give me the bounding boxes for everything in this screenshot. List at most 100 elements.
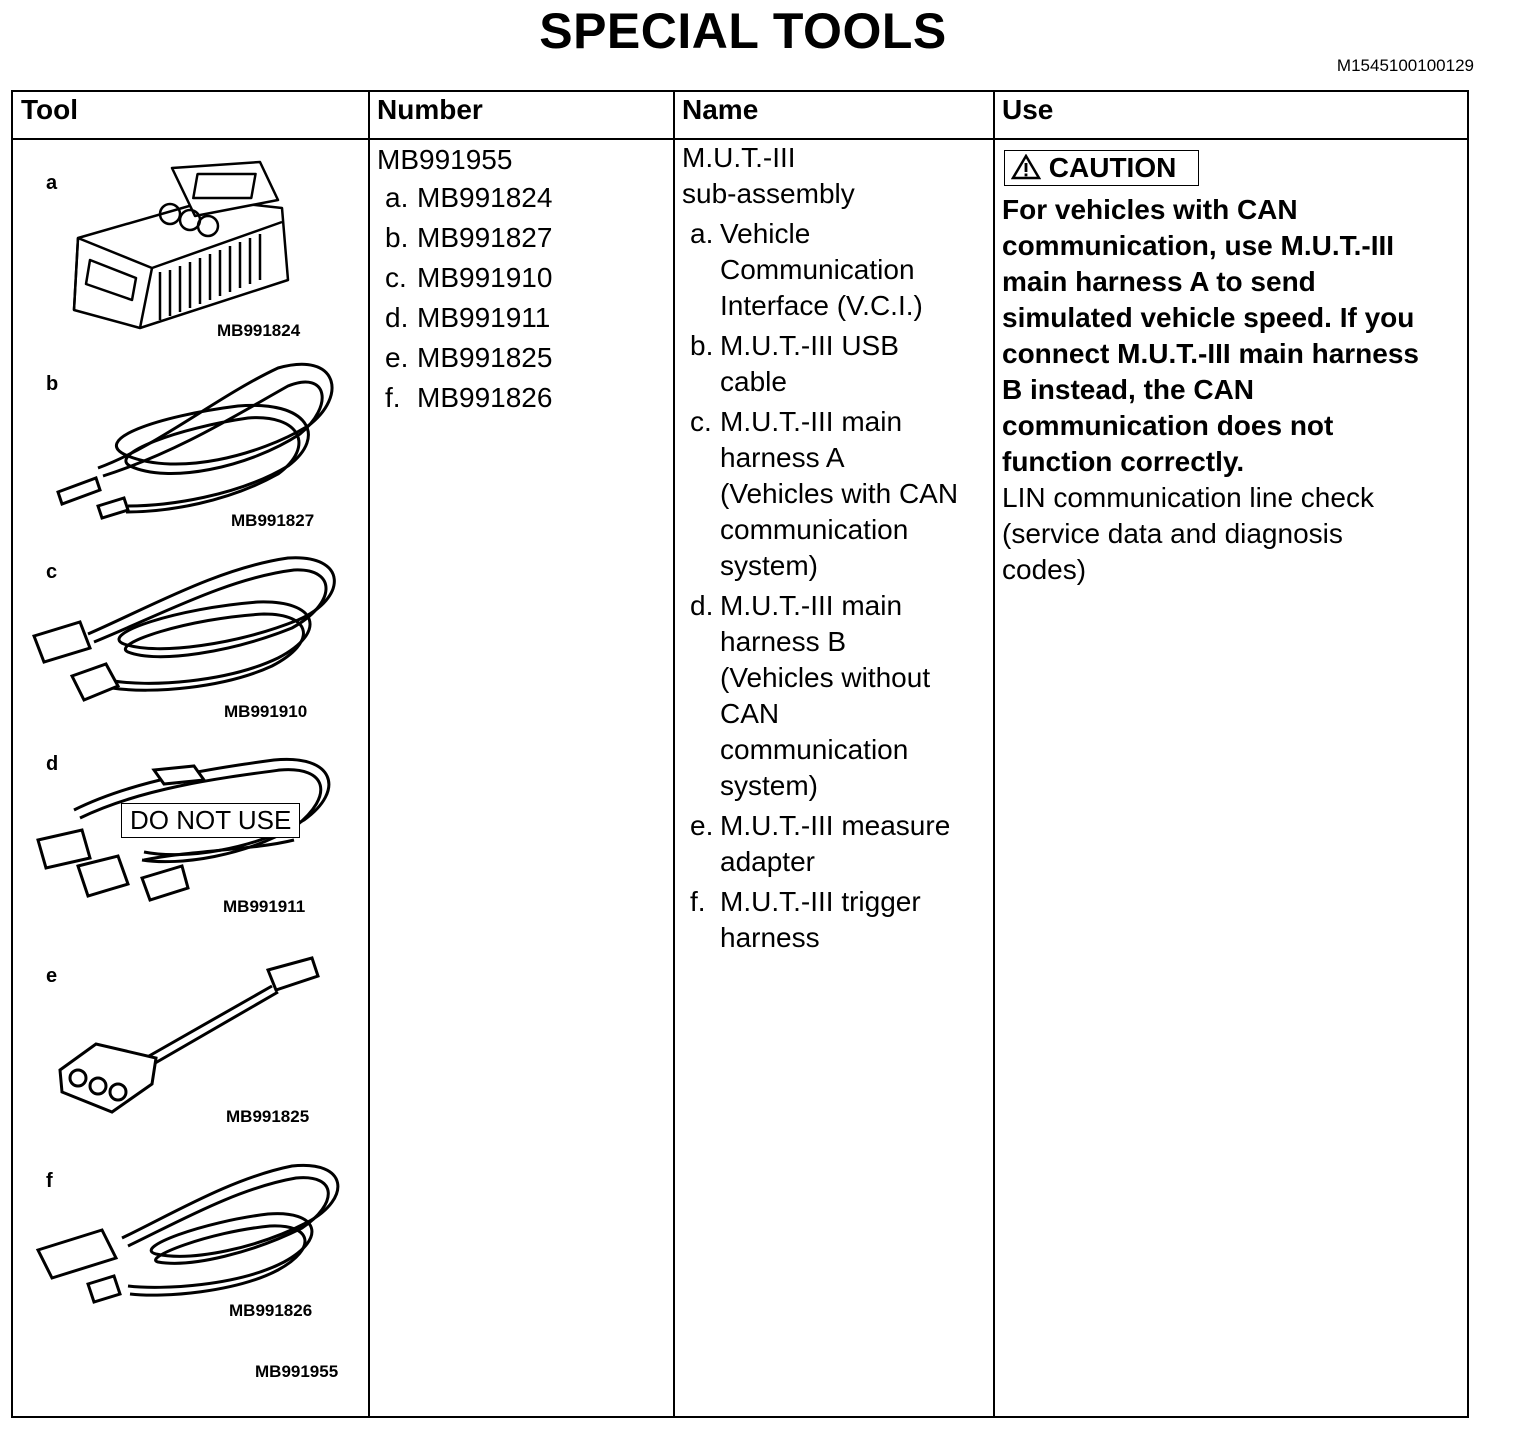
item-line: M.U.T.-III trigger xyxy=(720,886,921,917)
item-letter: b. xyxy=(690,330,714,361)
item-line: M.U.T.-III main xyxy=(720,406,903,437)
item-value: MB991825 xyxy=(417,342,553,373)
caution-line: simulated vehicle speed. If you xyxy=(1002,302,1415,333)
number-item: f. MB991826 xyxy=(385,378,552,418)
item-line: CAN xyxy=(720,698,780,729)
document-id: M1545100100129 xyxy=(1336,56,1474,75)
tool-letter: f xyxy=(46,1170,53,1192)
tool-letter: a xyxy=(46,172,58,194)
tool-letter: d xyxy=(46,753,59,775)
use-line: codes) xyxy=(1002,554,1087,585)
header-number: Number xyxy=(377,94,483,125)
tool-set-code: MB991955 xyxy=(255,1362,339,1381)
caution-line: communication does not xyxy=(1002,410,1334,441)
tool-code: MB991824 xyxy=(217,321,301,340)
tool-code: MB991826 xyxy=(229,1301,313,1320)
caution-line: connect M.U.T.-III main harness xyxy=(1002,338,1419,369)
caution-line: B instead, the CAN xyxy=(1002,374,1255,405)
number-main: MB991955 xyxy=(377,144,513,175)
do-not-use-label: DO NOT USE xyxy=(121,803,301,838)
number-item: b. MB991827 xyxy=(385,218,552,258)
item-letter: f. xyxy=(385,382,401,413)
item-line: system) xyxy=(720,550,818,581)
item-line: communication xyxy=(720,514,909,545)
name-item: e. M.U.T.-III measure adapter xyxy=(690,808,992,880)
column-divider xyxy=(368,92,370,1416)
tool-code: MB991911 xyxy=(223,897,306,916)
column-divider xyxy=(993,92,995,1416)
number-item: e. MB991825 xyxy=(385,338,552,378)
item-value: MB991824 xyxy=(417,182,553,213)
item-line: Communication xyxy=(720,254,915,285)
item-line: system) xyxy=(720,770,818,801)
number-item: a. MB991824 xyxy=(385,178,552,218)
name-item: f. M.U.T.-III trigger harness xyxy=(690,884,992,956)
use-line: (service data and diagnosis xyxy=(1002,518,1343,549)
item-line: harness B xyxy=(720,626,847,657)
tool-code: MB991910 xyxy=(224,702,308,721)
tool-letter: b xyxy=(46,373,59,395)
item-value: MB991911 xyxy=(417,302,551,333)
main-harness-b-illustration xyxy=(36,757,331,902)
item-letter: b. xyxy=(385,222,409,253)
item-letter: d. xyxy=(385,302,409,333)
name-main-line: M.U.T.-III xyxy=(682,142,796,173)
item-line: adapter xyxy=(720,846,815,877)
header-use: Use xyxy=(1002,94,1054,125)
use-cell: CAUTION For vehicles with CAN communicat… xyxy=(1002,140,1467,588)
special-tools-table: Tool Number Name Use MB991955 a. MB991824… xyxy=(11,90,1469,1418)
name-main-line: sub-assembly xyxy=(682,178,855,209)
main-harness-a-illustration xyxy=(32,556,336,702)
item-line: Interface (V.C.I.) xyxy=(720,290,923,321)
item-letter: f. xyxy=(690,886,706,917)
item-value: MB991910 xyxy=(417,262,553,293)
trigger-harness-illustration xyxy=(35,1163,340,1304)
item-line: (Vehicles with CAN xyxy=(720,478,959,509)
page-title: SPECIAL TOOLS xyxy=(539,3,947,59)
caution-line: For vehicles with CAN xyxy=(1002,194,1298,225)
item-letter: c. xyxy=(385,262,407,293)
name-item: c. M.U.T.-III main harness A (Vehicles wit… xyxy=(690,404,992,584)
column-divider xyxy=(673,92,675,1416)
number-item: c. MB991910 xyxy=(385,258,552,298)
item-line: M.U.T.-III main xyxy=(720,590,903,621)
caution-text: CAUTION xyxy=(1048,152,1177,183)
caution-line: communication, use M.U.T.-III xyxy=(1002,230,1395,261)
item-letter: e. xyxy=(385,342,409,373)
header-tool: Tool xyxy=(21,94,79,125)
caution-label: CAUTION xyxy=(1004,150,1200,186)
header-name: Name xyxy=(682,94,759,125)
tool-letter: e xyxy=(46,965,58,987)
item-letter: d. xyxy=(690,590,714,621)
header-divider xyxy=(13,138,1467,140)
item-letter: c. xyxy=(690,406,712,437)
warning-triangle-icon xyxy=(1010,153,1042,180)
item-line: (Vehicles without xyxy=(720,662,931,693)
item-line: M.U.T.-III USB xyxy=(720,330,899,361)
item-line: harness A xyxy=(720,442,845,473)
name-item: b. M.U.T.-III USB cable xyxy=(690,328,992,400)
vci-unit-illustration xyxy=(72,160,290,330)
item-line: Vehicle xyxy=(720,218,811,249)
number-item: d. MB991911 xyxy=(385,298,552,338)
measure-adapter-illustration xyxy=(58,956,320,1114)
caution-line: main harness A to send xyxy=(1002,266,1316,297)
usb-cable-illustration xyxy=(56,362,334,520)
number-cell: MB991955 a. MB991824 b. MB991827 c. MB99191… xyxy=(377,142,552,418)
tool-code: MB991827 xyxy=(231,511,315,530)
item-value: MB991826 xyxy=(417,382,553,413)
item-line: communication xyxy=(720,734,909,765)
caution-line: function correctly. xyxy=(1002,446,1245,477)
item-value: MB991827 xyxy=(417,222,553,253)
item-line: harness xyxy=(720,922,820,953)
item-letter: a. xyxy=(385,182,409,213)
item-line: M.U.T.-III measure xyxy=(720,810,951,841)
item-letter: a. xyxy=(690,218,714,249)
tool-letter: c xyxy=(46,561,58,583)
item-line: cable xyxy=(720,366,787,397)
tool-code: MB991825 xyxy=(226,1107,310,1126)
item-letter: e. xyxy=(690,810,714,841)
use-line: LIN communication line check xyxy=(1002,482,1374,513)
